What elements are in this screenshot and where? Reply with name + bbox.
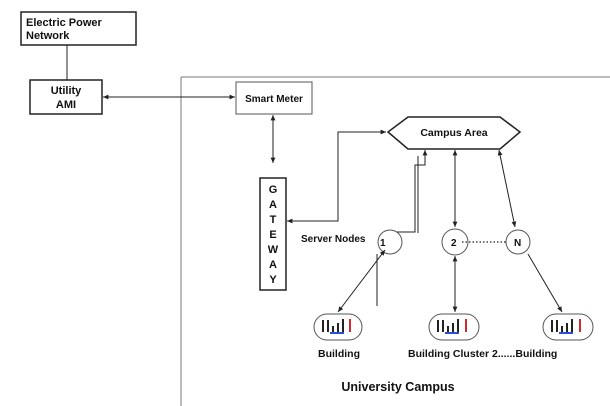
utility-ami-box bbox=[29, 79, 103, 115]
building-bar-icon bbox=[452, 323, 454, 332]
building-bar-icon bbox=[342, 319, 344, 332]
server-node-n-label: N bbox=[514, 238, 521, 249]
building-bar-icon bbox=[327, 320, 329, 332]
building-bar-icon bbox=[437, 320, 439, 332]
building-bar-icon bbox=[465, 319, 467, 332]
building-bar-icon bbox=[337, 323, 339, 332]
campus-area-octagon bbox=[386, 116, 522, 150]
building-right-label: Building bbox=[515, 348, 557, 360]
server-nodes-label: Server Nodes bbox=[301, 234, 366, 245]
gateway-letter: G bbox=[269, 184, 278, 196]
server-node-1 bbox=[377, 229, 403, 255]
campus-nodeN-arrow bbox=[497, 149, 517, 228]
gateway-box bbox=[259, 177, 287, 291]
building-cluster-text: Building Cluster 2 bbox=[408, 348, 498, 360]
utility-ami-label-line2: AMI bbox=[56, 99, 76, 111]
building-bar-icon bbox=[551, 320, 553, 332]
power-network-label-line2: Network bbox=[26, 30, 70, 42]
building-bar-icon bbox=[322, 320, 324, 332]
building-bar-icon bbox=[561, 326, 563, 332]
gateway-letter: W bbox=[268, 244, 279, 256]
building-bar-icon bbox=[556, 320, 558, 332]
server-node-n bbox=[505, 229, 531, 255]
building-bar-icon bbox=[349, 319, 351, 332]
building-left-label: Building bbox=[318, 348, 360, 360]
utility-ami-label-line1: Utility bbox=[51, 85, 82, 97]
server-node-1-label: 1 bbox=[380, 238, 386, 249]
building-bar-icon bbox=[566, 323, 568, 332]
building-bar-icon bbox=[457, 319, 459, 332]
building-base-icon bbox=[330, 332, 344, 334]
gateway-letter: T bbox=[270, 214, 277, 226]
gateway-letters: G A T E W A Y bbox=[268, 184, 279, 286]
node1-building-arrow bbox=[337, 249, 386, 313]
node1-campus-link bbox=[390, 150, 428, 233]
building-base-icon bbox=[445, 332, 459, 334]
gateway-letter: E bbox=[269, 229, 276, 241]
building-bar-icon bbox=[447, 326, 449, 332]
gateway-letter: Y bbox=[269, 274, 277, 286]
building-cluster-label: Building Cluster 2......Building bbox=[408, 348, 557, 360]
smart-meter-box bbox=[235, 81, 313, 115]
building-right bbox=[542, 313, 594, 341]
building-middle bbox=[428, 313, 480, 341]
power-network-box bbox=[20, 11, 137, 46]
university-campus-title: University Campus bbox=[341, 380, 454, 394]
building-bar-icon bbox=[442, 320, 444, 332]
building-bar-icon bbox=[571, 319, 573, 332]
smart-meter-label: Smart Meter bbox=[245, 94, 303, 105]
campus-area-label: Campus Area bbox=[420, 127, 487, 139]
server-node-2 bbox=[441, 228, 469, 256]
gateway-campus-link bbox=[287, 129, 386, 224]
power-network-label-line1: Electric Power bbox=[26, 17, 103, 29]
building-bar-icon bbox=[579, 319, 581, 332]
building-bar-icon bbox=[332, 326, 334, 332]
building-base-icon bbox=[559, 332, 573, 334]
gateway-letter: A bbox=[269, 199, 277, 211]
server-node-2-label: 2 bbox=[451, 238, 457, 249]
building-left bbox=[313, 313, 363, 341]
campus-boundary bbox=[180, 76, 610, 406]
building-ellipsis: ...... bbox=[498, 348, 516, 360]
nodeN-building-arrow bbox=[527, 253, 563, 313]
gateway-letter: A bbox=[269, 259, 277, 271]
